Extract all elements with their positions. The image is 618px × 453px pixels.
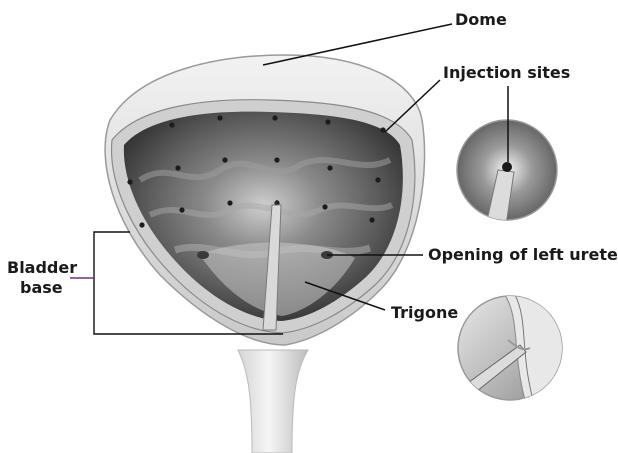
injection-site-inset	[457, 120, 557, 232]
dome-label: Dome	[455, 10, 507, 29]
bladder-base-label-line1: Bladder	[7, 258, 77, 277]
wall-cross-section-inset	[458, 295, 565, 400]
urethra-stem	[238, 350, 308, 453]
dome-leader	[263, 24, 452, 65]
bladder-base-label-line2: base	[20, 278, 63, 297]
injection-sites-label: Injection sites	[443, 63, 570, 82]
opening-left-ureter-label: Opening of left ureter	[428, 245, 618, 264]
trigone-label: Trigone	[391, 303, 458, 322]
